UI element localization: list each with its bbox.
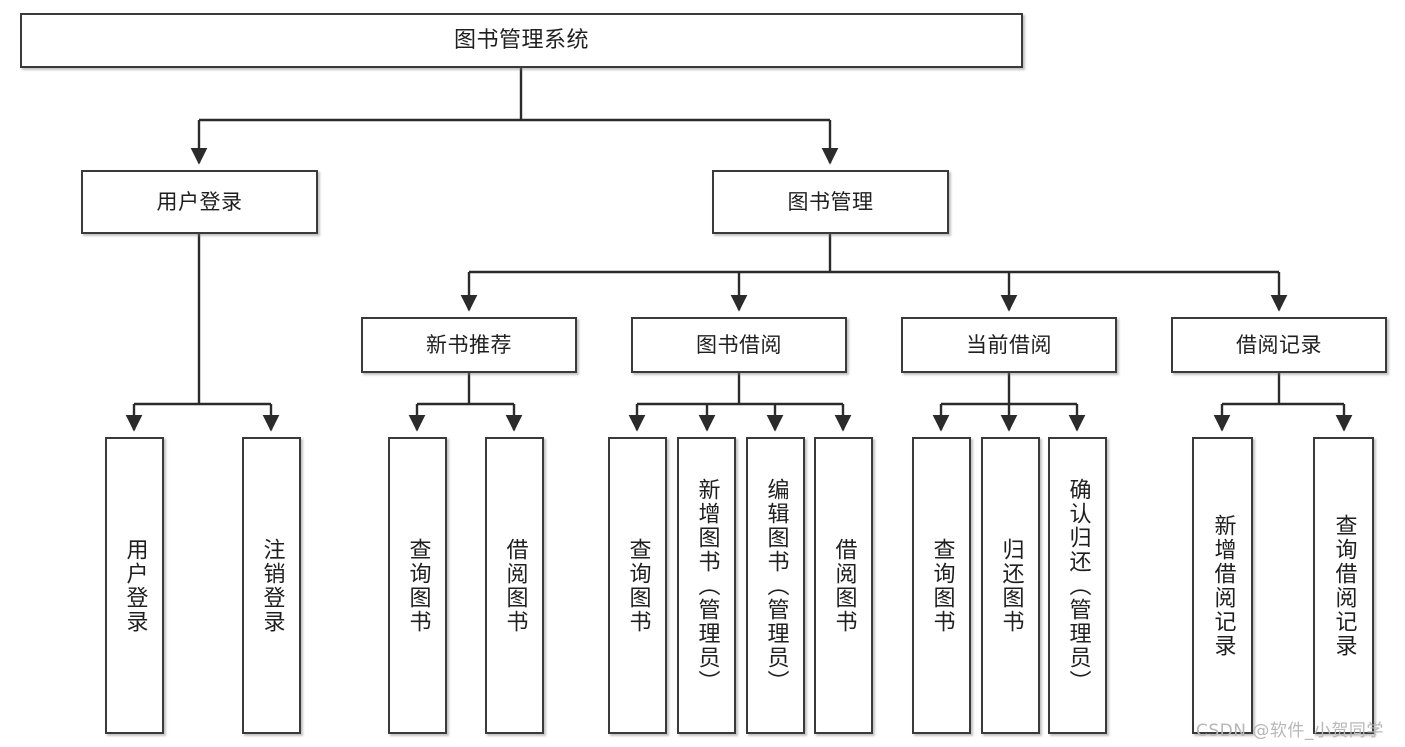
node-borrow-record[interactable]: 借阅记录 <box>1171 317 1387 373</box>
node-label: 新增图书（管理员） <box>694 477 720 694</box>
node-label: 借阅图书 <box>502 537 528 634</box>
node-book-borrow[interactable]: 图书借阅 <box>631 317 847 373</box>
leaf-new-book-query[interactable]: 查询图书 <box>388 437 447 734</box>
node-book-management[interactable]: 图书管理 <box>712 170 949 234</box>
leaf-new-book-borrow[interactable]: 借阅图书 <box>485 437 544 734</box>
leaf-borrow-record-query[interactable]: 查询借阅记录 <box>1313 437 1374 734</box>
leaf-book-borrow-edit[interactable]: 编辑图书（管理员） <box>746 437 805 734</box>
leaf-current-borrow-query[interactable]: 查询图书 <box>912 437 971 734</box>
node-current-borrow[interactable]: 当前借阅 <box>901 317 1117 373</box>
node-label: 编辑图书（管理员） <box>763 477 789 694</box>
node-label: 借阅图书 <box>831 537 857 634</box>
node-label: 查询图书 <box>405 537 431 634</box>
node-root-book-management-system[interactable]: 图书管理系统 <box>20 13 1023 68</box>
node-label: 借阅记录 <box>1236 332 1322 357</box>
node-label: 新增借阅记录 <box>1210 513 1236 658</box>
node-label: 查询图书 <box>625 537 651 634</box>
node-label: 注销登录 <box>259 537 285 634</box>
node-label: 当前借阅 <box>966 332 1052 357</box>
leaf-user-login-logout[interactable]: 注销登录 <box>242 437 301 734</box>
leaf-book-borrow-borrow[interactable]: 借阅图书 <box>814 437 873 734</box>
leaf-user-login-login[interactable]: 用户登录 <box>105 437 164 734</box>
leaf-borrow-record-add[interactable]: 新增借阅记录 <box>1192 437 1253 734</box>
leaf-current-borrow-confirm-return[interactable]: 确认归还（管理员） <box>1048 437 1107 734</box>
node-label: 图书管理 <box>787 189 874 214</box>
leaf-book-borrow-query[interactable]: 查询图书 <box>608 437 667 734</box>
node-label: 图书管理系统 <box>453 27 589 53</box>
node-label: 查询图书 <box>929 537 955 634</box>
node-label: 图书借阅 <box>696 332 782 357</box>
node-user-login[interactable]: 用户登录 <box>81 170 318 234</box>
node-label: 用户登录 <box>156 189 243 214</box>
node-label: 归还图书 <box>998 537 1024 634</box>
leaf-book-borrow-add[interactable]: 新增图书（管理员） <box>677 437 736 734</box>
node-label: 用户登录 <box>122 537 148 634</box>
node-label: 查询借阅记录 <box>1331 513 1357 658</box>
node-label: 确认归还（管理员） <box>1065 477 1091 694</box>
node-label: 新书推荐 <box>426 332 512 357</box>
leaf-current-borrow-return[interactable]: 归还图书 <box>981 437 1040 734</box>
watermark-csdn: CSDN @软件_小贺同学 <box>1196 721 1384 741</box>
node-new-book-recommend[interactable]: 新书推荐 <box>361 317 577 373</box>
